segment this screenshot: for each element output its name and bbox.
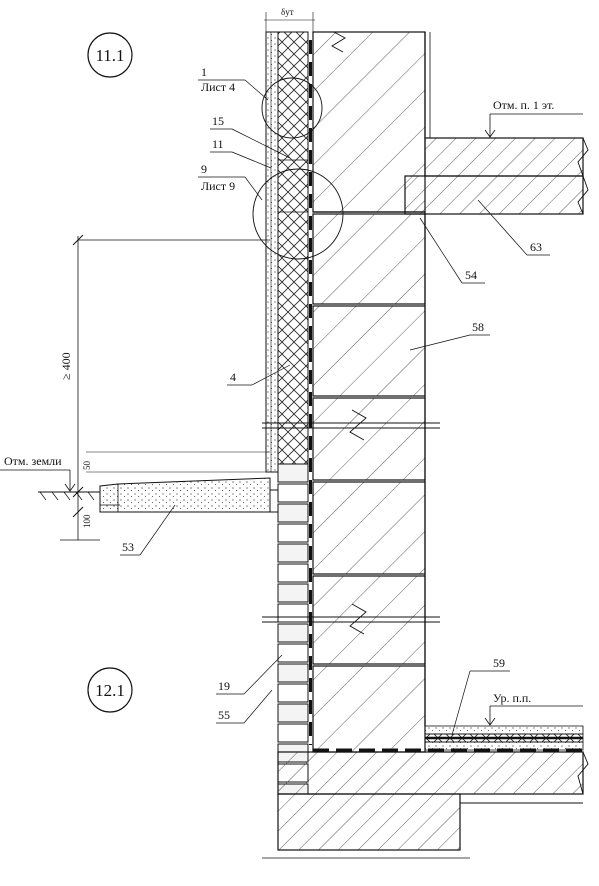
position-54-label: 54 [465, 268, 477, 282]
dimension-blind-area-label: 100 [82, 514, 92, 528]
callout-detail-1: 1 Лист 4 [198, 65, 269, 101]
position-59-label: 59 [493, 656, 505, 670]
sheet-mark-top-label: 11.1 [95, 46, 124, 65]
position-58: 58 [409, 320, 490, 351]
level-ground-label: Отм. земли [4, 454, 62, 468]
position-15-label: 15 [212, 114, 224, 128]
brick-course [277, 523, 309, 543]
position-58-label: 58 [472, 320, 484, 334]
position-4: 4 [227, 364, 291, 386]
basement-floor-59: Ур. п.п. [424, 691, 584, 751]
dimension-top: δут [264, 7, 315, 32]
brick-course [277, 683, 309, 703]
brick-course [277, 563, 309, 583]
brick-course [277, 723, 309, 743]
position-59: 59 [451, 656, 510, 736]
upper-wall [312, 31, 431, 213]
brick-course [277, 583, 309, 603]
blind-area-53 [99, 477, 278, 513]
render-layer-11 [265, 31, 279, 473]
floor-slab-63 [313, 137, 589, 215]
brick-plinth-19 [277, 463, 309, 795]
position-54: 54 [419, 217, 485, 284]
dimension-plinth-label: 50 [82, 461, 92, 471]
callout-detail-9: 9 Лист 9 [198, 162, 263, 201]
brick-course [277, 483, 309, 503]
position-19: 19 [216, 654, 283, 695]
position-63: 63 [477, 199, 550, 256]
dimension-height: ≥ 400 50 100 [59, 234, 270, 541]
position-53-label: 53 [122, 540, 134, 554]
detail-circles [252, 77, 344, 260]
sheet-mark-bottom-label: 12.1 [95, 681, 125, 700]
level-basement-floor-label: Ур. п.п. [493, 691, 531, 705]
block-wall-58 [312, 212, 426, 753]
callout-detail-9-sheet: Лист 9 [201, 179, 235, 193]
position-19-label: 19 [218, 679, 230, 693]
foundation [262, 748, 589, 859]
dimension-top-label: δут [281, 7, 294, 17]
callout-detail-1-number: 1 [201, 65, 207, 79]
sheet-mark-bottom: 12.1 [87, 667, 133, 713]
brick-course [277, 543, 309, 563]
level-first-floor-label: Отм. п. 1 эт. [493, 98, 554, 112]
brick-course [277, 703, 309, 723]
ground-line: Отм. земли [0, 454, 100, 501]
position-11-label: 11 [212, 137, 224, 151]
position-63-label: 63 [530, 240, 542, 254]
position-4-label: 4 [230, 370, 236, 384]
position-11: 11 [210, 137, 272, 169]
sheet-mark-top: 11.1 [87, 32, 133, 78]
position-53: 53 [120, 504, 176, 556]
level-first-floor: Отм. п. 1 эт. [430, 98, 583, 139]
position-55: 55 [216, 689, 273, 724]
callout-detail-9-number: 9 [201, 162, 207, 176]
brick-course [277, 663, 309, 683]
position-55-label: 55 [218, 708, 230, 722]
brick-course [277, 603, 309, 623]
break-lines [262, 31, 440, 635]
dimension-height-label: ≥ 400 [59, 352, 73, 380]
brick-course [277, 463, 309, 483]
insulation-4 [277, 31, 309, 465]
callout-detail-1-sheet: Лист 4 [201, 80, 235, 94]
brick-course [277, 623, 309, 643]
position-15: 15 [210, 114, 291, 159]
brick-course [277, 643, 309, 663]
brick-course [277, 503, 309, 523]
